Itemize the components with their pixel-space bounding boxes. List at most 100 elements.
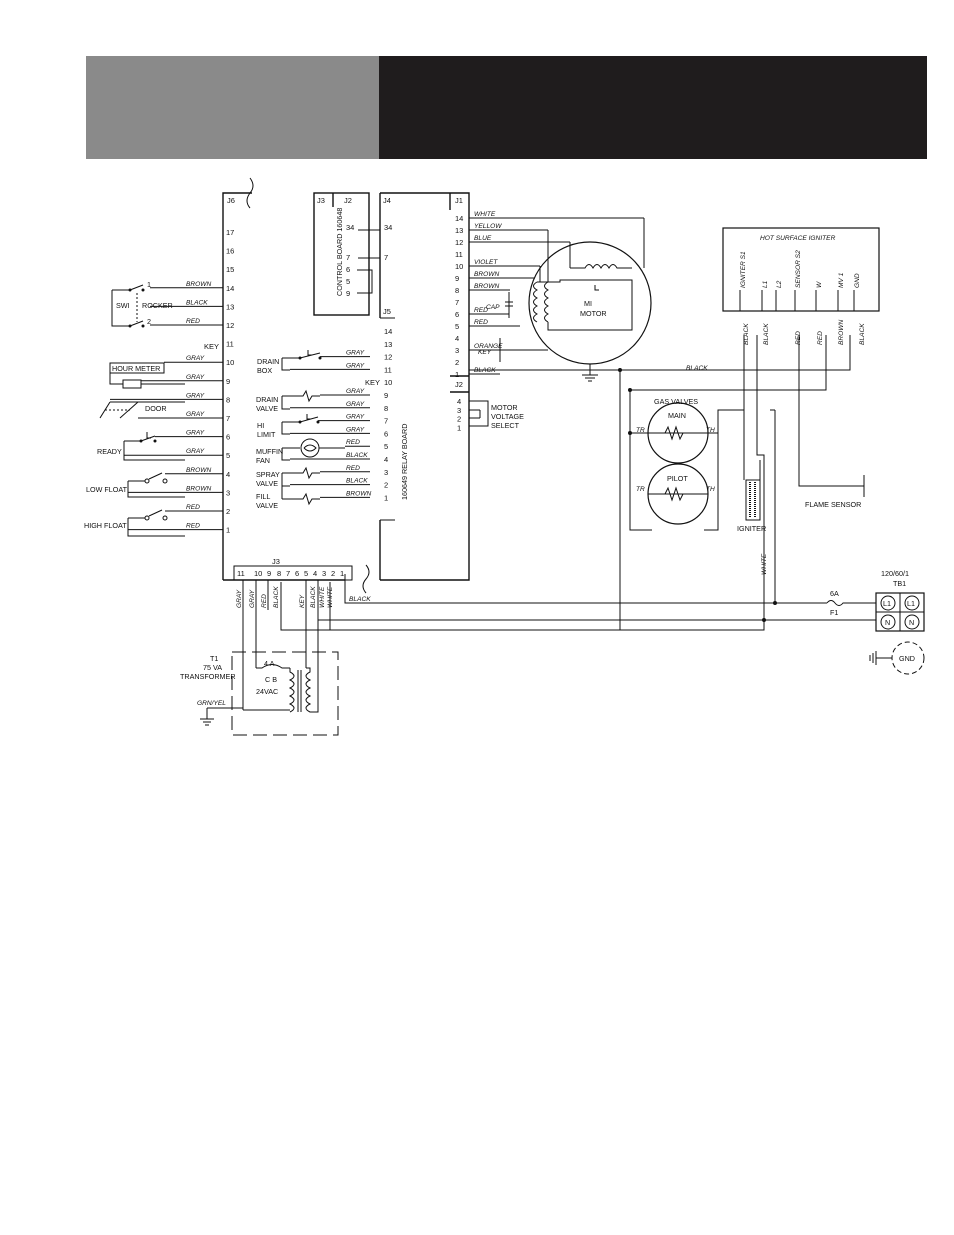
j2-pin: 6 xyxy=(346,265,350,274)
j5-wire-color-label: GRAY xyxy=(346,362,365,369)
j2-pin: 7 xyxy=(346,253,350,262)
j6-pin: 8 xyxy=(226,395,230,404)
j6-wire-color-label: GRAY xyxy=(186,448,205,455)
j3-bottom-pin: 6 xyxy=(295,569,299,578)
j1-pin: 6 xyxy=(455,310,459,319)
j6-wire-color-label: BROWN xyxy=(186,467,212,474)
j6-pin: 7 xyxy=(226,414,230,423)
muffin-fan-label-2: FAN xyxy=(256,456,270,465)
j5-wire-color-label: RED xyxy=(346,439,360,446)
t1-va-label: 75 VA xyxy=(203,663,222,672)
j5-pin: 3 xyxy=(384,468,388,477)
gnd-label: GND xyxy=(899,654,915,663)
hour-meter: HOUR METER xyxy=(109,362,185,389)
j6-pin: 1 xyxy=(226,526,230,535)
white-wire-label: WHITE xyxy=(761,553,768,575)
j6-pin: 11 xyxy=(226,340,234,349)
j6-wire-color-label: GRAY xyxy=(186,392,205,399)
swi-label: SWI xyxy=(116,301,130,310)
j3-wire-color-label: GRAY xyxy=(236,589,243,608)
j6-pin: 2 xyxy=(226,507,230,516)
igniter-terminal-label: W xyxy=(816,281,823,288)
j3-wire-color-label: GRAY xyxy=(249,589,256,608)
control-board: J3 J2 CONTROL BOARD 160648 xyxy=(313,192,370,316)
j2-right-pin: 2 xyxy=(457,415,461,424)
j2-pin: 5 xyxy=(346,277,350,286)
j5-wire-color-label: RED xyxy=(346,465,360,472)
j2-right-label: J2 xyxy=(455,380,463,389)
j5-pin: 4 xyxy=(384,455,388,464)
gas-valves-title: GAS VALVES xyxy=(654,397,698,406)
igniter-terminal-label: MV 1 xyxy=(838,272,845,288)
hot-surface-igniter: HOT SURFACE IGNITER xyxy=(722,227,880,312)
bottom-black-label: BLACK xyxy=(349,596,371,603)
mi-motor: MI MOTOR CAP xyxy=(486,241,652,382)
door-label: DOOR xyxy=(145,404,167,413)
grn-yel-label: GRN/YEL xyxy=(197,700,226,707)
j6-wire-color-label: GRAY xyxy=(186,355,205,362)
j1-wires: WHITEYELLOWBLUEVIOLETBROWNBROWNREDREDORA… xyxy=(469,211,645,375)
header-left-bar xyxy=(86,56,379,159)
j3-bottom-connector: J3 xyxy=(233,557,370,594)
j6-wire-color-label: GRAY xyxy=(186,374,205,381)
j5-pin: 12 xyxy=(384,353,392,362)
j1-wire-color-label: RED xyxy=(474,319,488,326)
j1-pin: 2 xyxy=(455,358,459,367)
j1-pin: 14 xyxy=(455,214,463,223)
j3-wire-color-label: WHITE xyxy=(319,586,326,608)
j3-bottom-pin: 8 xyxy=(277,569,281,578)
terminal-block-tb1: 120/60/1 TB1 L1 L1 N N GND xyxy=(869,569,925,675)
j6-wire-color-label: RED xyxy=(186,318,200,325)
igniter-wire-label: BLACK xyxy=(743,323,750,345)
j5-wire-color-label: GRAY xyxy=(346,401,365,408)
igniter-terminal-label: GND xyxy=(854,273,861,288)
pilot-tr-label: TR xyxy=(636,486,645,493)
igniter-terminal-label: SENSOR S2 xyxy=(795,250,802,288)
pilot-valve-label: PILOT xyxy=(667,474,688,483)
j3-top-label: J3 xyxy=(317,196,325,205)
j5-key-label: KEY xyxy=(365,378,380,387)
hi-limit-label-2: LIMIT xyxy=(257,430,276,439)
j1-pin: 11 xyxy=(455,250,463,259)
ready-switch: READY xyxy=(97,432,185,461)
j4-pin: 34 xyxy=(384,223,392,232)
high-float-label: HIGH FLOAT xyxy=(84,521,127,530)
j3-wire-color-label: WHITE xyxy=(327,586,334,608)
igniter-wire-label: BLACK xyxy=(763,323,770,345)
j3-bottom-pin: 2 xyxy=(331,569,335,578)
j3-bottom-pin: 3 xyxy=(322,569,326,578)
spray-valve-label-2: VALVE xyxy=(256,479,278,488)
tb1-l1-a: L1 xyxy=(883,599,891,608)
motor-name-1: MI xyxy=(584,299,592,308)
j6-wire-color-label: BROWN xyxy=(186,485,212,492)
j6-pin: 17 xyxy=(226,228,234,237)
j1-wire-color-label: YELLOW xyxy=(474,223,502,230)
motor-select-l3: SELECT xyxy=(491,421,520,430)
fuse-rating-label: 6A xyxy=(830,589,839,598)
j5-wire-color-label: GRAY xyxy=(346,426,365,433)
header-right-bar xyxy=(379,56,927,159)
j6-pin: 15 xyxy=(226,265,234,274)
pilot-th-label: TH xyxy=(706,486,715,493)
tb1-label: TB1 xyxy=(893,579,906,588)
igniter-terminal-label: IGNITER S1 xyxy=(740,251,747,288)
j1-pin: 12 xyxy=(455,238,463,247)
main-wiring: BLACK IGNITER WHITE FLAME SENSOR 6 xyxy=(280,335,876,631)
j5-pin: 8 xyxy=(384,404,388,413)
j4-pin: 7 xyxy=(384,253,388,262)
switch-terminal-1: 1 xyxy=(147,280,151,289)
j6-connector: J6 xyxy=(222,177,345,581)
j1-wire-color-label: ORANGE xyxy=(474,343,503,350)
j2-top-label: J2 xyxy=(344,196,352,205)
cb-amp-label: 4 A xyxy=(264,659,275,668)
j5-wire-color-label: BLACK xyxy=(346,478,368,485)
j5-pin: 1 xyxy=(384,493,388,502)
j5-pin: 14 xyxy=(384,327,392,336)
j5-pin: 2 xyxy=(384,481,388,490)
j1-pin: 4 xyxy=(455,334,459,343)
j5-wire-color-label: BROWN xyxy=(346,490,372,497)
